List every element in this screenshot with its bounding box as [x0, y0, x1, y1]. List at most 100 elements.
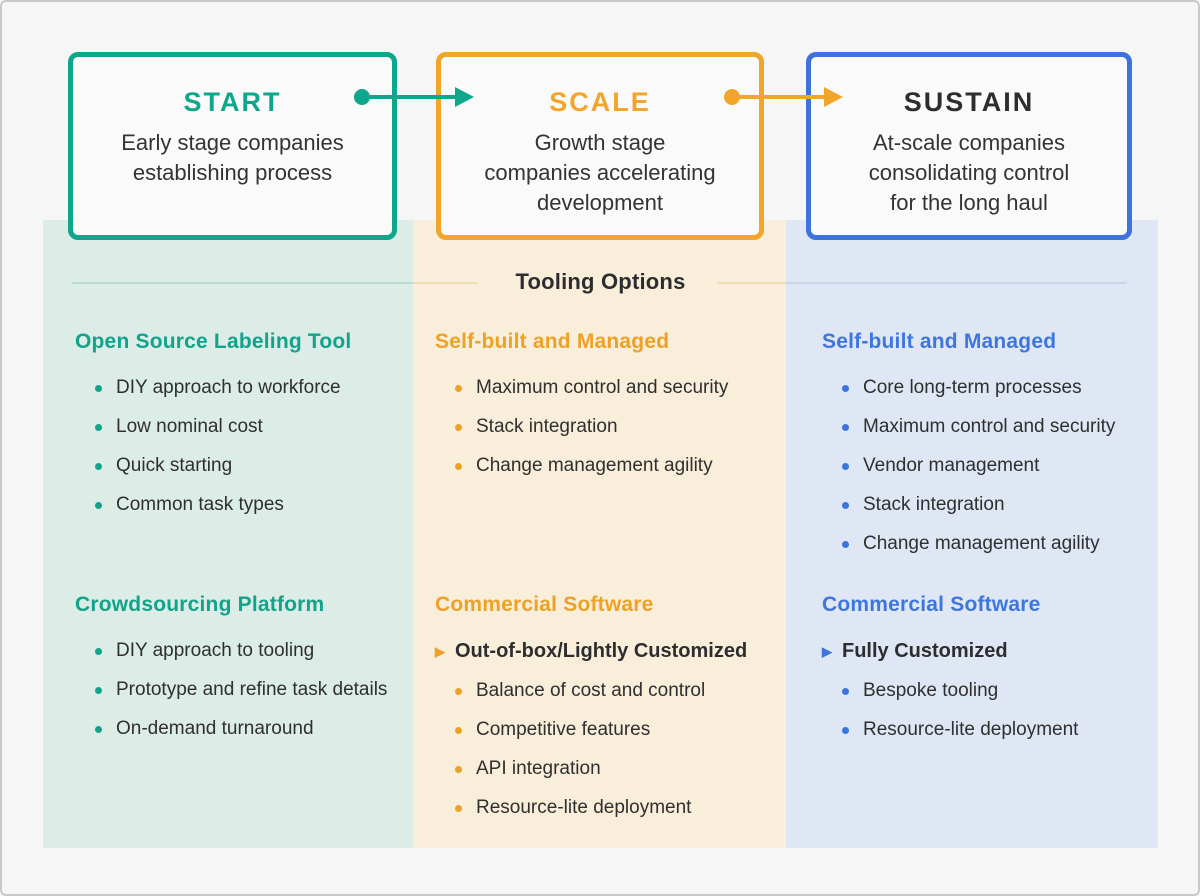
list-item: Resource-lite deployment [842, 719, 1152, 741]
stage-title: SCALE [549, 87, 651, 117]
list-item-label: Prototype and refine task details [116, 679, 388, 700]
bullet-dot-icon [455, 384, 462, 392]
list-item: DIY approach to workforce [95, 377, 405, 399]
list-item-label: DIY approach to tooling [116, 640, 315, 661]
column-start: Open Source Labeling Tool DIY approach t… [43, 220, 413, 848]
section-self-built-managed-sustain: Self-built and Managed Core long-term pr… [786, 330, 1158, 572]
list-item-label: On-demand turnaround [116, 718, 314, 739]
section-heading: Commercial Software [822, 593, 1041, 616]
column-scale: Self-built and Managed Maximum control a… [413, 220, 786, 848]
bullet-list: DIY approach to workforce Low nominal co… [75, 377, 405, 516]
bullet-list: Maximum control and security Stack integ… [435, 377, 780, 477]
section-heading: Commercial Software [435, 593, 654, 616]
bullet-dot-icon [95, 647, 102, 655]
list-item-label: Bespoke tooling [863, 680, 999, 701]
bullet-list: DIY approach to tooling Prototype and re… [75, 640, 405, 740]
bullet-dot-icon [95, 462, 102, 470]
list-item-label: Maximum control and security [863, 416, 1116, 437]
section-heading: Open Source Labeling Tool [75, 330, 352, 353]
section-commercial-software-sustain: Commercial Software ▶ Fully Customized B… [786, 593, 1158, 758]
divider-line-right [717, 282, 1127, 284]
list-item: On-demand turnaround [95, 718, 405, 740]
list-item-label: Quick starting [116, 455, 233, 476]
list-item: Low nominal cost [95, 416, 405, 438]
list-item: Balance of cost and control [455, 680, 780, 702]
list-item: Maximum control and security [842, 416, 1152, 438]
list-item-label: Vendor management [863, 455, 1040, 476]
bullet-dot-icon [842, 540, 849, 548]
bullet-list: Balance of cost and control Competitive … [435, 680, 780, 819]
stage-box-scale: SCALE Growth stage companies acceleratin… [436, 52, 764, 240]
section-commercial-software-scale: Commercial Software ▶ Out-of-box/Lightly… [413, 593, 786, 836]
stage-description: At-scale companies consolidating control… [868, 130, 1070, 215]
bullet-dot-icon [455, 687, 462, 695]
bullet-dot-icon [842, 726, 849, 734]
list-item: Common task types [95, 494, 405, 516]
divider-line-left [72, 282, 478, 284]
bullet-dot-icon [842, 384, 849, 392]
bullet-dot-icon [842, 501, 849, 509]
triangle-arrow-icon: ▶ [822, 644, 832, 659]
section-heading: Crowdsourcing Platform [75, 593, 325, 616]
section-crowdsourcing-platform: Crowdsourcing Platform DIY approach to t… [43, 593, 413, 757]
bullet-list: Bespoke tooling Resource-lite deployment [822, 680, 1152, 741]
section-heading: Self-built and Managed [822, 330, 1057, 353]
list-item-label: Core long-term processes [863, 377, 1082, 398]
list-item-label: Resource-lite deployment [476, 797, 692, 818]
bullet-dot-icon [95, 686, 102, 694]
subcategory-label: Out-of-box/Lightly Customized [455, 640, 748, 662]
list-item-label: Common task types [116, 494, 284, 515]
list-item: Core long-term processes [842, 377, 1152, 399]
list-item-label: Maximum control and security [476, 377, 729, 398]
bullet-dot-icon [455, 726, 462, 734]
subcategory-row: ▶ Out-of-box/Lightly Customized [435, 640, 780, 663]
bullet-dot-icon [95, 725, 102, 733]
bullet-dot-icon [842, 423, 849, 431]
bullet-dot-icon [95, 423, 102, 431]
list-item: Vendor management [842, 455, 1152, 477]
section-heading: Self-built and Managed [435, 330, 670, 353]
bullet-dot-icon [842, 462, 849, 470]
list-item-label: Resource-lite deployment [863, 719, 1079, 740]
list-item-label: Competitive features [476, 719, 651, 740]
list-item-label: DIY approach to workforce [116, 377, 341, 398]
list-item: Stack integration [455, 416, 780, 438]
bullet-dot-icon [455, 423, 462, 431]
list-item-label: Change management agility [476, 455, 713, 476]
list-item: Quick starting [95, 455, 405, 477]
stage-title: START [183, 87, 282, 117]
list-item-label: Stack integration [863, 494, 1005, 515]
list-item: Prototype and refine task details [95, 679, 405, 701]
bullet-dot-icon [455, 804, 462, 812]
list-item: Resource-lite deployment [455, 797, 780, 819]
list-item: Competitive features [455, 719, 780, 741]
bullet-dot-icon [455, 462, 462, 470]
list-item: DIY approach to tooling [95, 640, 405, 662]
bullet-dot-icon [455, 765, 462, 773]
list-item: Stack integration [842, 494, 1152, 516]
subcategory-label: Fully Customized [842, 640, 1008, 662]
bullet-dot-icon [842, 687, 849, 695]
list-item: Maximum control and security [455, 377, 780, 399]
tooling-options-title: Tooling Options [515, 269, 686, 294]
stage-box-start: START Early stage companies establishing… [68, 52, 397, 240]
bullet-dot-icon [95, 384, 102, 392]
tooling-options-panel: Tooling Options Open Source Labeling Too… [43, 220, 1158, 848]
list-item-label: Balance of cost and control [476, 680, 706, 701]
list-item: Change management agility [842, 533, 1152, 555]
stage-box-sustain: SUSTAIN At-scale companies consolidating… [806, 52, 1132, 240]
section-self-built-managed-scale: Self-built and Managed Maximum control a… [413, 330, 786, 494]
triangle-arrow-icon: ▶ [435, 644, 445, 659]
stage-title: SUSTAIN [903, 87, 1035, 117]
list-item: Bespoke tooling [842, 680, 1152, 702]
list-item-label: Stack integration [476, 416, 618, 437]
list-item: Change management agility [455, 455, 780, 477]
bullet-dot-icon [95, 501, 102, 509]
list-item: API integration [455, 758, 780, 780]
subcategory-row: ▶ Fully Customized [822, 640, 1152, 663]
section-open-source-labeling-tool: Open Source Labeling Tool DIY approach t… [43, 330, 413, 533]
stage-description: Early stage companies establishing proce… [121, 130, 344, 185]
column-sustain: Self-built and Managed Core long-term pr… [786, 220, 1158, 848]
stage-description: Growth stage companies accelerating deve… [484, 130, 716, 215]
list-item-label: API integration [476, 758, 601, 779]
